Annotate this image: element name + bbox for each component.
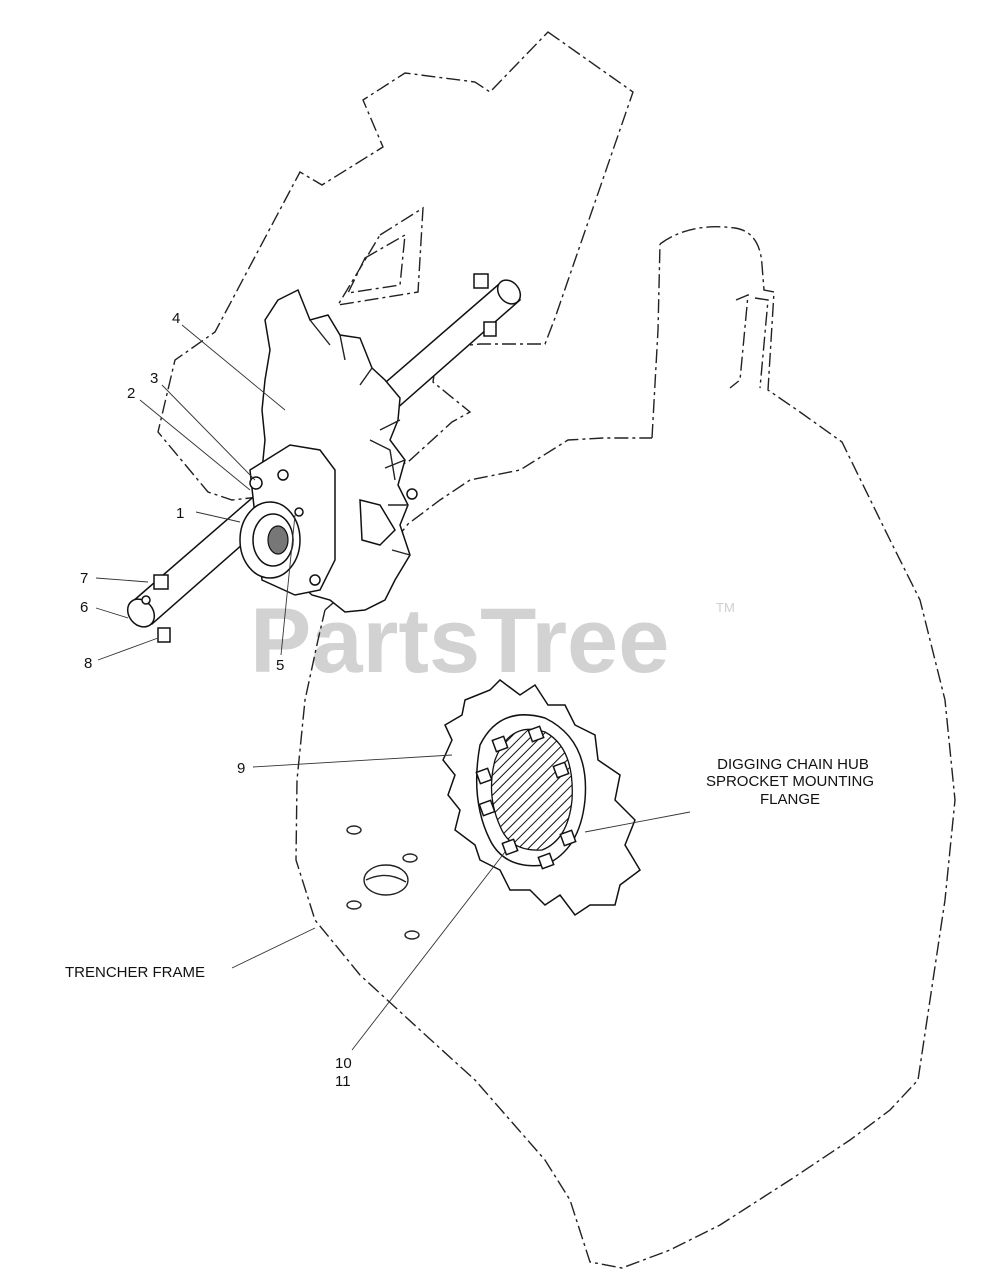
watermark-trademark: TM: [716, 600, 735, 615]
trencher-frame-label: TRENCHER FRAME: [65, 964, 205, 981]
hub-sprocket: [442, 679, 641, 917]
callout-8: 8: [84, 655, 92, 672]
shaft-assembly: [126, 273, 522, 643]
callout-9: 9: [237, 760, 245, 777]
callout-4: 4: [172, 310, 180, 327]
callout-3: 3: [150, 370, 158, 387]
leader-lines: [95, 324, 691, 1051]
callout-1: 1: [176, 505, 184, 522]
hub-label-line2: SPROCKET MOUNTING: [706, 773, 874, 790]
callout-7: 7: [80, 570, 88, 587]
callout-6: 6: [80, 599, 88, 616]
hub-label-line3: FLANGE: [760, 791, 820, 808]
watermark-text: PartsTree: [250, 590, 669, 692]
callout-2: 2: [127, 385, 135, 402]
callout-11: 11: [335, 1073, 351, 1090]
hub-label-line1: DIGGING CHAIN HUB: [717, 756, 869, 773]
callout-10: 10: [335, 1055, 352, 1072]
callout-5: 5: [276, 657, 284, 674]
frame-slots: [346, 825, 420, 940]
